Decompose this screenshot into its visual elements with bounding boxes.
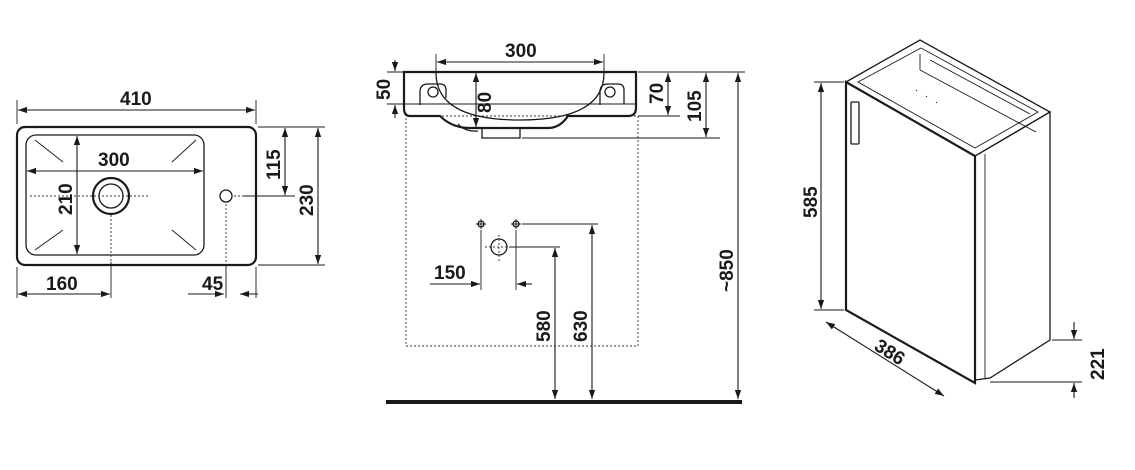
dim-front-drain-spacing: 150 (434, 263, 466, 284)
dim-top-bowl-width: 300 (98, 150, 130, 171)
door-handle (850, 101, 860, 145)
dim-front-body-height: 70 (647, 83, 668, 104)
top-view: 410 300 210 115 230 160 45 (15, 89, 325, 298)
dim-top-drain-offset: 160 (46, 274, 78, 295)
cabinet-side (974, 110, 1051, 381)
dim-top-width: 410 (120, 89, 152, 110)
basin-profile (402, 70, 638, 130)
cabinet-view: 585 386 221 (801, 39, 1109, 398)
dim-top-bowl-depth: 210 (56, 183, 77, 215)
dim-top-tap-offset: 115 (264, 149, 285, 180)
cabinet-door (844, 80, 977, 385)
dim-front-drain-height-low: 580 (534, 310, 555, 342)
dim-cabinet-height: 585 (801, 186, 822, 218)
cabinet-outline-dotted (405, 115, 639, 347)
dim-front-bowl-height: 80 (475, 92, 496, 113)
dim-front-bowl-width: 300 (505, 41, 537, 62)
drain-outer (91, 176, 131, 216)
dim-front-drain-height-high: 630 (571, 310, 592, 342)
dim-front-rim-height: 50 (374, 79, 395, 100)
dim-cabinet-width: 386 (870, 335, 908, 370)
dim-top-depth: 230 (297, 184, 318, 216)
tap-hole (219, 189, 233, 203)
dim-cabinet-depth: 221 (1088, 348, 1109, 380)
dim-top-tap-edge: 45 (202, 274, 224, 295)
bowl-outline (25, 134, 205, 256)
dim-front-install-height: ~850 (717, 249, 738, 292)
dim-front-total-height: 105 (685, 90, 706, 122)
front-view: 300 50 80 70 105 ~850 (374, 41, 745, 404)
